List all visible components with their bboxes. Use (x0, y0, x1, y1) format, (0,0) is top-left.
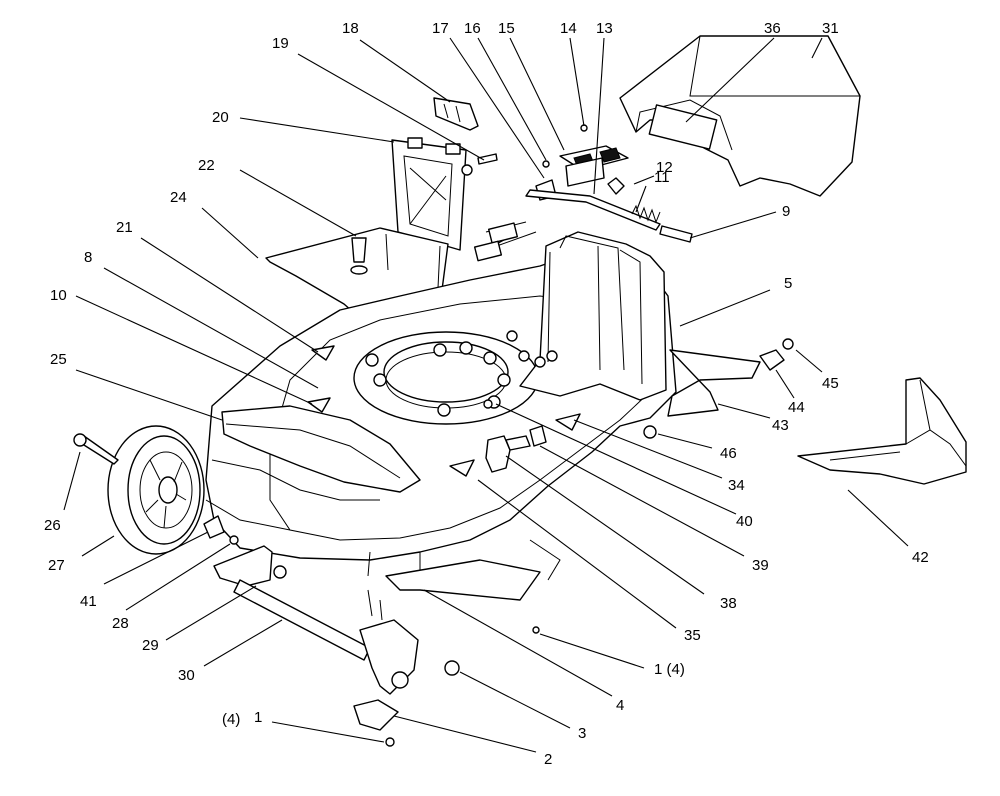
leader-lines (63, 37, 909, 753)
callout-18: 18 (342, 20, 359, 37)
callout-22: 22 (198, 157, 215, 174)
callout-24: 24 (170, 189, 187, 206)
callout-31: 31 (822, 20, 839, 37)
callout-8: 8 (84, 249, 92, 266)
callout-39: 39 (752, 557, 769, 574)
callout-12: 12 (656, 159, 673, 176)
callout-13: 13 (596, 20, 613, 37)
spring-part (631, 204, 661, 224)
hinge-rod (525, 189, 661, 231)
callout-36: 36 (764, 20, 781, 37)
callout-27: 27 (48, 557, 65, 574)
bracket-part (433, 97, 498, 165)
callout-9: 9 (782, 203, 790, 220)
callout-1: 1 (254, 709, 262, 726)
callout-14: 14 (560, 20, 577, 37)
clip-35 (449, 459, 475, 477)
callout-3: 3 (578, 725, 586, 742)
wheel-part (107, 425, 205, 555)
callout-21: 21 (116, 219, 133, 236)
callout-40: 40 (736, 513, 753, 530)
callout-46: 46 (720, 445, 737, 462)
callout-45: 45 (822, 375, 839, 392)
callout-10: 10 (50, 287, 67, 304)
washer-part (229, 535, 239, 545)
door-window-part (648, 104, 718, 150)
callout-25: 25 (50, 351, 67, 368)
clip-34 (555, 413, 581, 431)
hinge-clip (607, 177, 625, 195)
axle-assembly-part (213, 539, 561, 747)
deflector-part (797, 377, 967, 485)
callout-26: 26 (44, 517, 61, 534)
spacer-part (203, 515, 225, 539)
callout-42: 42 (912, 549, 929, 566)
clip-21 (311, 345, 335, 361)
callout-30: 30 (178, 667, 195, 684)
callout-11: 11 (654, 169, 670, 186)
hinge-pin (659, 225, 693, 243)
callout-16: 16 (464, 20, 481, 37)
callout-43: 43 (772, 417, 789, 434)
mower-deck-part (205, 221, 677, 577)
callout-35: 35 (684, 627, 701, 644)
callout-34: 34 (728, 477, 745, 494)
callout-5: 5 (784, 275, 792, 292)
callout-17: 17 (432, 20, 449, 37)
side-parts (643, 338, 794, 439)
callout-1-4: 1 (4) (654, 661, 685, 678)
callout-4: 4 (616, 697, 624, 714)
callout-29: 29 (142, 637, 159, 654)
post-bosses (506, 330, 558, 368)
chute-frame-part (391, 137, 473, 251)
callout-41: 41 (80, 593, 97, 610)
callout-20: 20 (212, 109, 229, 126)
callout-15: 15 (498, 20, 515, 37)
front-shield-part (221, 405, 421, 493)
callout-2: 2 (544, 751, 552, 768)
callout-28: 28 (112, 615, 129, 632)
callout-44: 44 (788, 399, 805, 416)
callout-4-qty: (4) (222, 711, 240, 728)
adjuster-parts (483, 399, 547, 473)
callout-38: 38 (720, 595, 737, 612)
rear-door-part (619, 35, 861, 197)
handle-mount-parts (525, 124, 693, 243)
clip-10 (307, 397, 331, 413)
callout-19: 19 (272, 35, 289, 52)
callout-labels: 18 19 17 16 15 14 13 36 31 20 12 11 22 9… (44, 20, 929, 768)
